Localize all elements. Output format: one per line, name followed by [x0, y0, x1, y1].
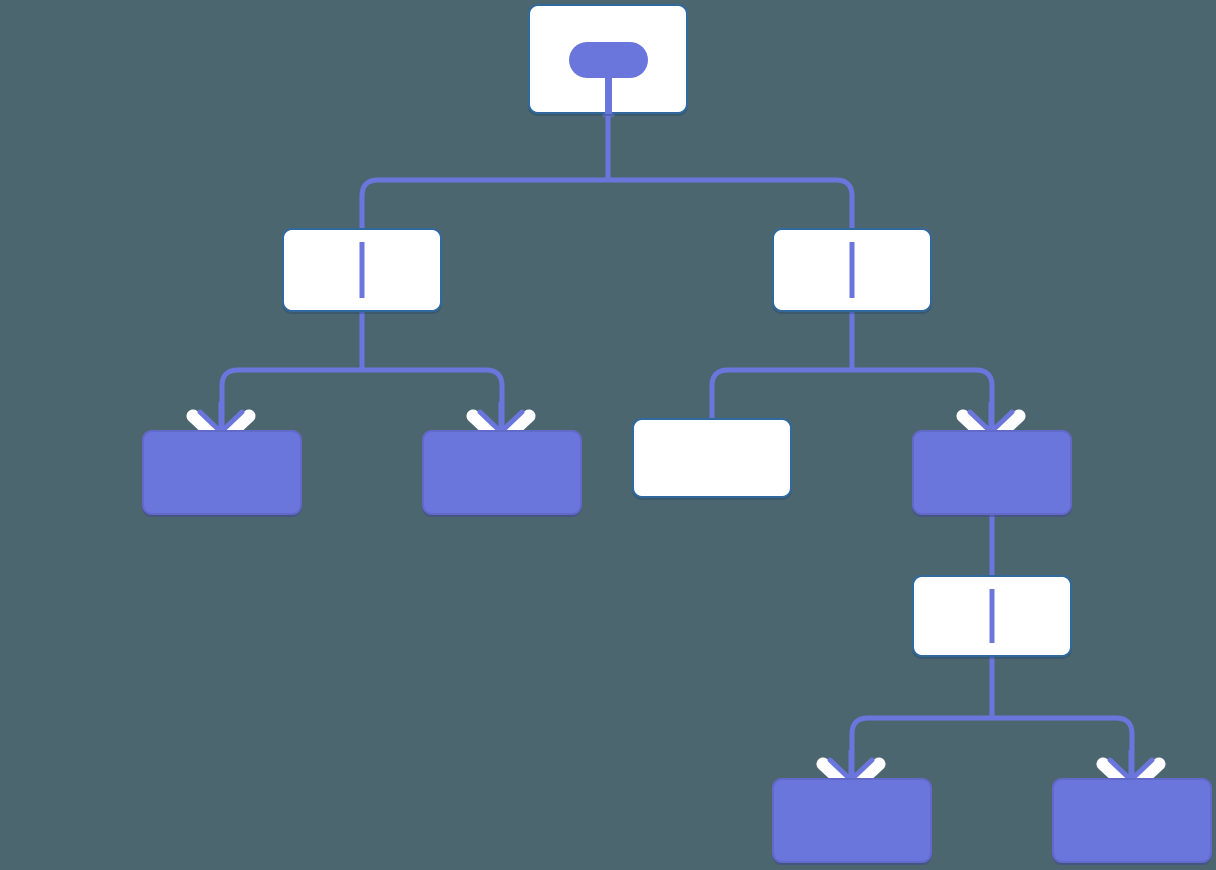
arrow-head [1107, 757, 1155, 783]
node-n-left-leaf-b[interactable] [422, 430, 582, 515]
edge-e-left1-to-leafa [219, 312, 365, 440]
node-n-left-leaf-a[interactable] [142, 430, 302, 515]
arrow-head [197, 409, 245, 435]
node-n-bottom-leaf-a[interactable] [772, 778, 932, 863]
node-root[interactable] [528, 4, 688, 114]
arrow-head [967, 409, 1015, 435]
node-n-right-1[interactable] [772, 228, 932, 312]
arrow-head [827, 757, 875, 783]
node-n-bottom-leaf-b[interactable] [1052, 778, 1212, 863]
node-n-right-mid[interactable] [912, 575, 1072, 657]
node-n-right-branch[interactable] [912, 430, 1072, 515]
node-n-right-leaf-a[interactable] [632, 418, 792, 498]
edge-e-mid-to-bottoma [849, 657, 995, 788]
pill-badge-icon [569, 42, 648, 78]
node-n-left-1[interactable] [282, 228, 442, 312]
edge-e-right1-to-leafa [709, 312, 855, 418]
arrow-head [477, 409, 525, 435]
